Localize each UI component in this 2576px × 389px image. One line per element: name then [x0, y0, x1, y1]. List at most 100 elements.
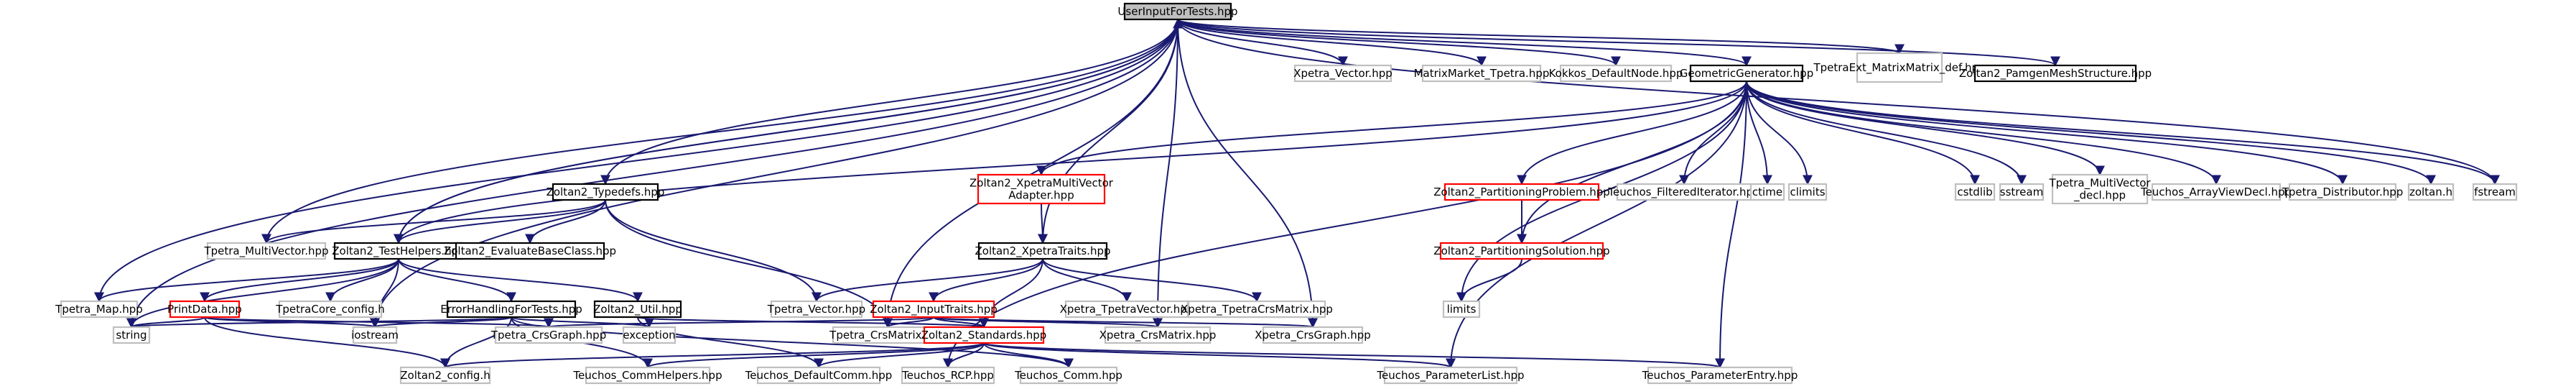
node-label: Tpetra_CrsMatrix.hpp: [829, 329, 946, 342]
edge-root-to-xpetratraits: [1038, 19, 1178, 244]
node-teuchos-commhelpers: Teuchos_CommHelpers.hpp: [572, 366, 722, 385]
edge-xpetratraits-to-xpetra_tpetracrs: [1042, 258, 1262, 303]
node-box: [1123, 2, 1232, 21]
node-label: Tpetra_MultiVector.hpp: [203, 244, 328, 258]
edge-root-to-string: [126, 19, 1178, 329]
node-zoltan2-config: Zoltan2_config.h: [399, 366, 491, 385]
edge-geomgen-to-tpetra_distributor: [1746, 81, 2348, 186]
node-box: [552, 183, 659, 201]
node-box: [2288, 183, 2397, 201]
edge-testhelpers-to-root: [398, 18, 1183, 244]
node-tpetraext: TpetraExt_MatrixMatrix_def.hpp: [1813, 52, 1986, 83]
node-xpetra-crsgraph: Xpetra_CrsGraph.hpp: [1255, 326, 1371, 344]
node-box: [2407, 183, 2455, 201]
node-box: [112, 326, 151, 344]
node-label: Zoltan2_Standards.hpp: [921, 329, 1047, 342]
node-label: Xpetra_CrsMatrix.hpp: [1099, 329, 1217, 342]
node-pamgen[interactable]: Zoltan2_PamgenMeshStructure.hpp: [1959, 64, 2152, 83]
node-label: ctime: [1752, 186, 1782, 198]
node-typedefs[interactable]: Zoltan2_Typedefs.hpp: [547, 183, 665, 201]
node-xpetratraits[interactable]: Zoltan2_XpetraTraits.hpp: [975, 242, 1111, 260]
node-standards[interactable]: Zoltan2_Standards.hpp: [921, 326, 1047, 344]
node-box: [901, 366, 995, 385]
node-label: Xpetra_TpetraCrsMatrix.hpp: [1181, 303, 1333, 316]
node-label: Zoltan2_config.h: [400, 369, 490, 383]
edge-root-to-tpetra_mv: [261, 19, 1178, 244]
edge-root-to-fstream: [1177, 19, 2500, 186]
edge-root-to-xpetra_crsmatrix: [1153, 19, 1178, 329]
node-label: Zoltan2_TestHelpers.hpp: [332, 244, 465, 258]
node-box: [872, 300, 995, 319]
edge-inputtraits-to-tpetra_crsgraph: [544, 316, 934, 329]
node-box: [2151, 183, 2282, 201]
node-tpetra-distributor: Tpetra_Distributor.hpp: [2282, 183, 2403, 201]
edge-inputtraits-to-standards: [933, 316, 989, 329]
edge-errorhandling-to-iostream: [370, 316, 512, 329]
node-tpetra-vector: Tpetra_Vector.hpp: [767, 300, 865, 319]
node-cstdlib: cstdlib: [1954, 183, 1996, 201]
node-box: [455, 242, 605, 260]
node-label: Xpetra_CrsGraph.hpp: [1255, 329, 1371, 342]
node-climits: climits: [1787, 183, 1828, 201]
node-printdata[interactable]: PrintData.hpp: [167, 300, 242, 319]
node-label: Zoltan2_InputTraits.hpp: [870, 303, 998, 316]
edge-geomgen-to-ctime: [1746, 81, 1772, 186]
node-tpetra-mv: Tpetra_MultiVector.hpp: [203, 242, 329, 260]
node-label: Teuchos_ParameterEntry.hpp: [1642, 369, 1798, 383]
node-label: exception: [623, 329, 675, 342]
edge-errorhandling-to-exception: [511, 316, 654, 329]
node-inputtraits[interactable]: Zoltan2_InputTraits.hpp: [870, 300, 998, 319]
edge-root-to-xpetra_crsgraph: [1177, 19, 1318, 329]
node-label: TpetraExt_MatrixMatrix_def.hpp: [1813, 61, 1985, 75]
edge-testhelpers-to-tpetra_map: [94, 258, 399, 303]
edge-root-to-pamgen: [1177, 19, 2060, 67]
edge-errorhandling-to-string: [126, 316, 512, 329]
node-kokkos-node: Kokkos_DefaultNode.hpp: [1549, 64, 1683, 83]
node-label: sstream: [2000, 186, 2043, 198]
node-label: PrintData.hpp: [167, 303, 242, 316]
edge-printdata-to-zoltan2_config: [204, 316, 450, 369]
node-box: [60, 300, 139, 319]
node-root[interactable]: UserInputForTests.hpp: [1117, 2, 1238, 21]
edge-testhelpers-to-string: [126, 258, 399, 329]
node-geomgen[interactable]: GeometricGenerator.hpp: [1680, 64, 1813, 83]
node-evalbase[interactable]: Zoltan2_EvaluateBaseClass.hpp: [444, 242, 616, 260]
node-box: [1442, 300, 1481, 319]
node-fstream: fstream: [2472, 183, 2518, 201]
node-label: iostream: [351, 329, 399, 342]
node-box: [1104, 326, 1212, 344]
edges-layer: [94, 18, 2500, 369]
node-testhelpers[interactable]: Zoltan2_TestHelpers.hpp: [332, 242, 465, 260]
edge-geomgen-to-teuchos_paramlist: [1446, 81, 1747, 369]
node-partsolution[interactable]: Zoltan2_PartitioningSolution.hpp: [1433, 242, 1610, 260]
node-box: [399, 366, 491, 385]
node-label: UserInputForTests.hpp: [1117, 5, 1237, 18]
node-label: Tpetra_CrsGraph.hpp: [490, 329, 606, 342]
node-util[interactable]: Zoltan2_Util.hpp: [593, 300, 682, 319]
edge-testhelpers-to-util: [398, 258, 643, 303]
edge-geomgen-to-xpetra_mv_adapter: [1036, 81, 1747, 176]
node-string: string: [112, 326, 151, 344]
node-box: [585, 366, 711, 385]
node-box: [278, 300, 383, 319]
node-partproblem[interactable]: Zoltan2_PartitioningProblem.hpp: [1433, 183, 1610, 201]
edge-util-to-teuchos_defaultcomm: [637, 316, 824, 369]
edge-geomgen-to-teuchos_paramentry: [1715, 81, 1747, 369]
node-iostream: iostream: [351, 326, 399, 344]
node-box: [770, 300, 863, 319]
node-label: TpetraCore_config.h: [275, 303, 385, 316]
edge-standards-to-teuchos_defaultcomm: [814, 342, 985, 369]
edge-util-to-standards: [637, 316, 989, 329]
node-label: string: [116, 329, 147, 342]
node-label: Zoltan2_PartitioningProblem.hpp: [1433, 186, 1610, 199]
edge-root-to-kokkos_node: [1177, 19, 1621, 67]
node-teuchos-paramentry: Teuchos_ParameterEntry.hpp: [1642, 366, 1798, 385]
edge-geomgen-to-testhelpers: [394, 81, 1747, 244]
node-errorhandling[interactable]: ErrorHandlingForTests.hpp: [440, 300, 582, 319]
node-box: [977, 242, 1108, 260]
node-box: [1439, 242, 1604, 260]
edge-standards-to-teuchos_rcp: [943, 342, 985, 369]
node-label: Zoltan2_Util.hpp: [593, 303, 682, 316]
